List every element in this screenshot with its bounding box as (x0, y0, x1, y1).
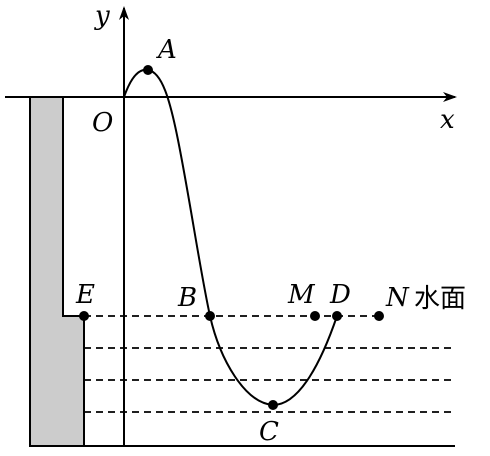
point-n-dot (374, 311, 384, 321)
point-d-dot (332, 311, 342, 321)
point-a-label: A (156, 35, 177, 65)
x-axis-label: x (440, 105, 455, 135)
water-surface-label: 水面 (414, 284, 466, 314)
origin-label: O (92, 108, 113, 138)
point-a-dot (143, 65, 153, 75)
point-d-label: D (329, 280, 351, 310)
cliff-wall (29, 96, 85, 447)
point-c-label: C (259, 417, 279, 447)
trajectory-curve (123, 68, 338, 407)
point-n-label: N (385, 283, 410, 313)
point-e-label: E (75, 280, 95, 310)
point-m-label: M (287, 280, 316, 310)
point-b-label: B (177, 283, 197, 313)
point-b-dot (205, 311, 215, 321)
point-c-dot (268, 400, 278, 410)
point-e-dot (79, 311, 89, 321)
y-axis-label: y (94, 1, 110, 31)
point-m-dot (310, 311, 320, 321)
